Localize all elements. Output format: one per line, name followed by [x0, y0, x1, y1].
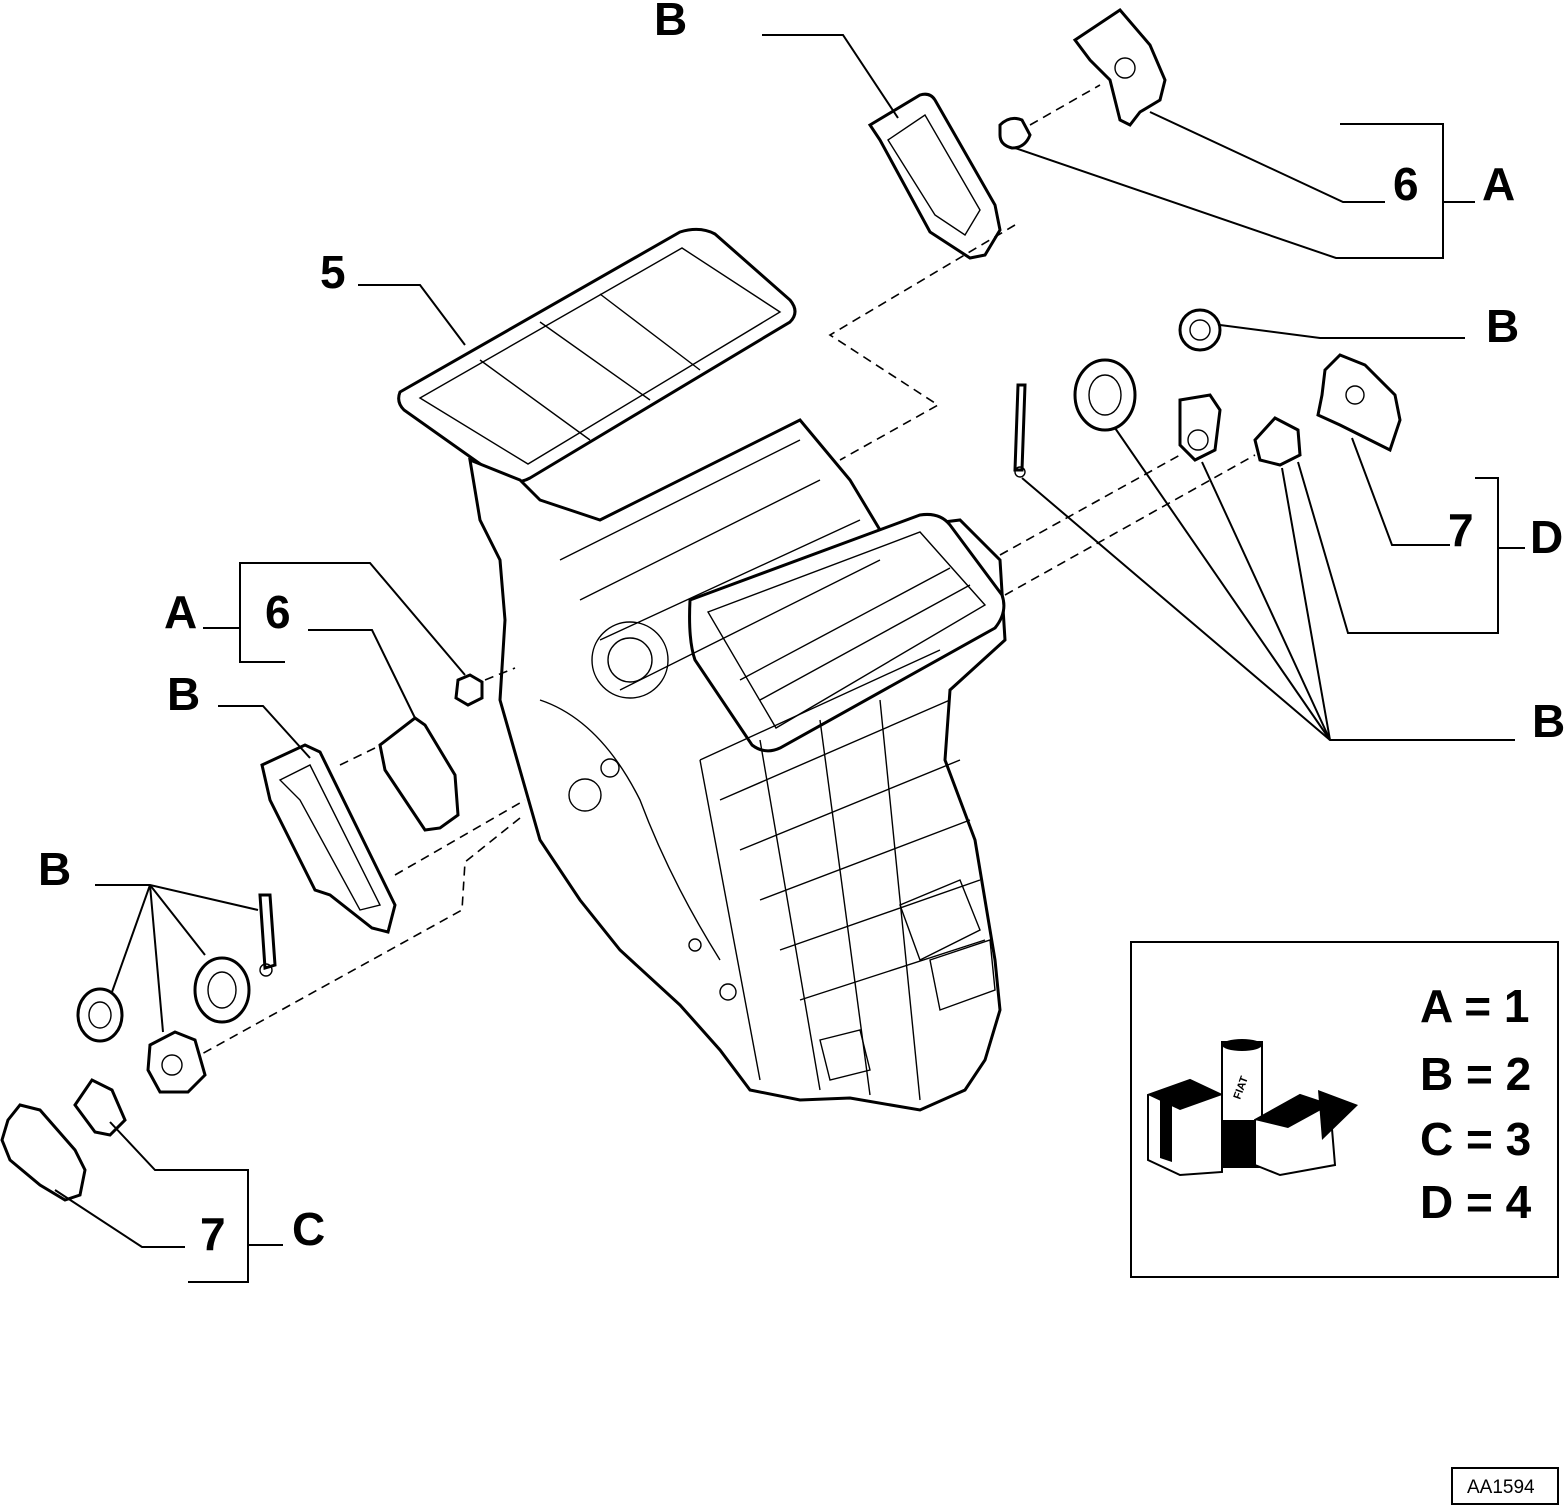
gear-right-2: [1253, 416, 1302, 467]
legend-b: B = 2: [1420, 1048, 1531, 1100]
hvac-housing: [397, 227, 1007, 1112]
actuator-top-right: [998, 8, 1167, 150]
callout-b-left-upper: B: [167, 668, 200, 720]
callout-a-left: A: [164, 586, 197, 638]
callout-b-left-lower: B: [38, 843, 71, 895]
gear-left-small: [76, 987, 124, 1043]
flap-door-left: [260, 743, 397, 934]
legend-d: D = 4: [1420, 1176, 1532, 1228]
actuator-left-7: [0, 1103, 87, 1202]
callout-d-right: D: [1530, 511, 1563, 563]
callout-b-right-upper: B: [1486, 300, 1519, 352]
gear-right-top: [1178, 308, 1222, 352]
legend-c: C = 3: [1420, 1113, 1531, 1165]
nut-left: [454, 673, 484, 707]
callout-c-left: C: [292, 1203, 325, 1255]
gear-ring-right-1: [1073, 358, 1137, 432]
leader-lines: [54, 34, 1525, 1283]
drawing-code-box: AA1594: [1451, 1467, 1559, 1505]
fiat-parts-logo: FIAT: [1147, 1039, 1358, 1177]
lever-right: [1178, 393, 1222, 462]
callout-6-right: 6: [1393, 158, 1419, 210]
callout-a-right: A: [1482, 158, 1515, 210]
actuator-right-7: [1316, 353, 1402, 453]
legend-a: A = 1: [1420, 980, 1530, 1032]
legend-box: FIAT A = 1 B = 2 C = 3 D = 4: [1130, 941, 1559, 1278]
gear-sector-left: [73, 1078, 127, 1137]
drawing-code: AA1594: [1467, 1477, 1535, 1498]
callout-b-top: B: [654, 0, 687, 45]
assembly-dashed-lines: [199, 84, 1256, 1056]
linkage-rod-right: [1013, 383, 1027, 478]
callout-7-left: 7: [200, 1208, 226, 1260]
callout-6-left: 6: [265, 586, 291, 638]
callout-5: 5: [320, 246, 346, 298]
callout-b-right-lower: B: [1532, 695, 1565, 747]
callout-labels: B 6 A 5 B 7 D B A 6 B B 7 C: [38, 0, 1565, 1260]
flap-door-top: [867, 92, 1002, 260]
lever-left: [146, 1030, 207, 1094]
linkage-rod-left: [258, 893, 277, 977]
actuator-left-6: [378, 716, 460, 832]
gear-ring-left: [193, 956, 251, 1024]
callout-7-right: 7: [1448, 504, 1474, 556]
